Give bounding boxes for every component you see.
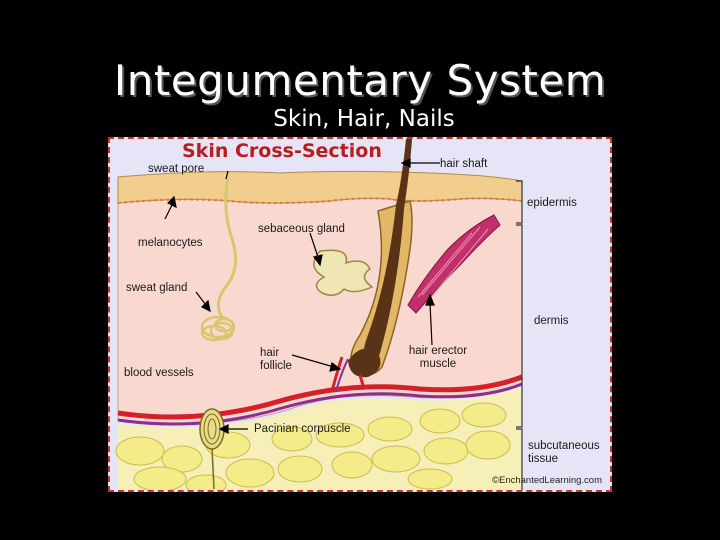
label-blood-vessels: blood vessels: [124, 367, 194, 379]
label-sweat-gland: sweat gland: [126, 282, 188, 294]
label-pacinian-corpuscle: Pacinian corpuscle: [254, 423, 351, 435]
blood-vessel-red: [117, 374, 523, 420]
label-subcutaneous-tissue: subcutaneous tissue: [528, 440, 600, 465]
hair-erector-muscle: [407, 214, 501, 314]
blood-vessel-purple: [117, 382, 523, 426]
melanocyte-layer: [117, 197, 523, 204]
label-sebaceous-gland: sebaceous gland: [258, 223, 345, 235]
label-hair-shaft: hair shaft: [440, 158, 488, 170]
label-epidermis: epidermis: [527, 197, 577, 209]
slide-subtitle: Skin, Hair, Nails: [273, 106, 455, 132]
label-pointers: [164, 158, 440, 434]
skin-diagram-panel: Skin Cross-Section sweat pore hair shaft…: [108, 137, 612, 492]
hair-bulb: [348, 348, 381, 378]
label-sweat-pore: sweat pore: [148, 163, 205, 175]
sweat-gland-duct: [217, 178, 238, 318]
hair-shaft: [363, 139, 412, 365]
slide-title: Integumentary System: [113, 56, 607, 105]
copyright-credit: ©EnchantedLearning.com: [492, 475, 602, 486]
label-hair-erector-muscle: hair erector muscle: [408, 345, 468, 370]
diagram-title: Skin Cross-Section: [182, 140, 382, 162]
layer-brackets: [516, 180, 523, 490]
label-dermis: dermis: [534, 315, 569, 327]
label-hair-follicle: hair follicle: [260, 347, 292, 372]
sweat-gland-coil: [200, 315, 236, 342]
label-melanocytes: melanocytes: [138, 237, 203, 249]
fat-lobules: [115, 402, 511, 490]
skin-cross-section-illustration: [115, 139, 523, 490]
sebaceous-gland: [313, 249, 374, 296]
